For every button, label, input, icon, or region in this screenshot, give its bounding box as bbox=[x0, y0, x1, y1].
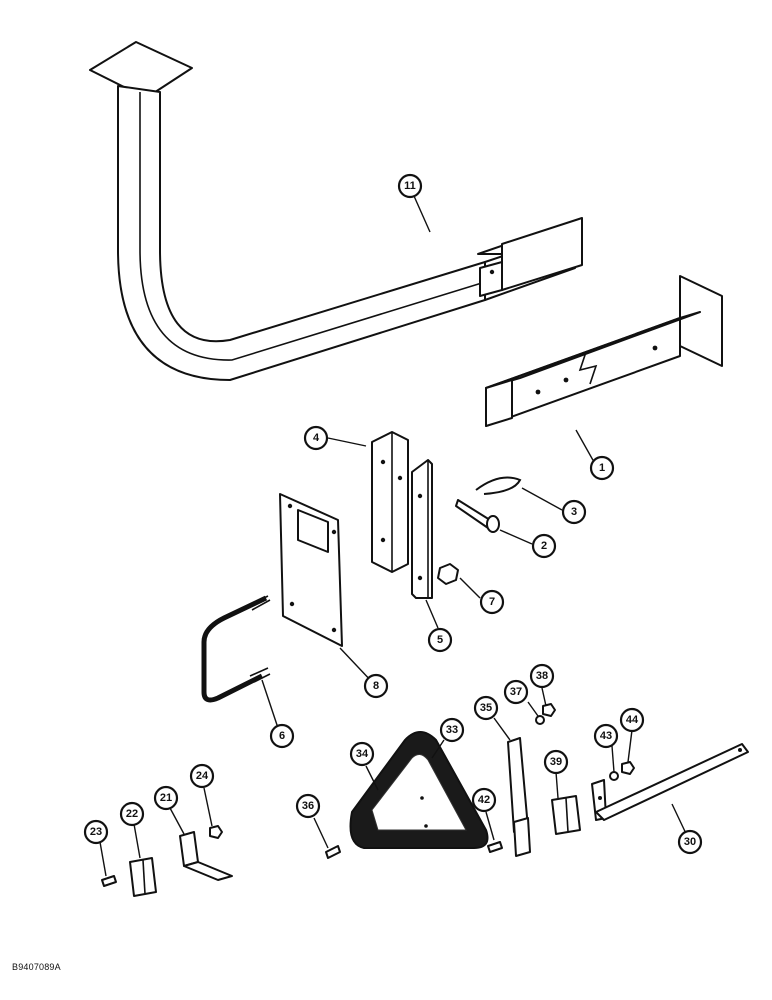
callout-24-label: 24 bbox=[196, 770, 209, 782]
callout-33-label: 33 bbox=[446, 724, 458, 736]
callout-6: 6 bbox=[269, 723, 295, 749]
callout-37: 37 bbox=[503, 679, 529, 705]
callout-4: 4 bbox=[303, 425, 329, 451]
part-23-bolt bbox=[101, 875, 117, 887]
callout-23: 23 bbox=[83, 819, 109, 845]
callout-35: 35 bbox=[473, 695, 499, 721]
callout-30-label: 30 bbox=[684, 836, 696, 848]
figure-reference-code: B9407089A bbox=[12, 962, 61, 972]
callout-8: 8 bbox=[363, 673, 389, 699]
callout-42: 42 bbox=[471, 787, 497, 813]
callout-11: 11 bbox=[397, 173, 423, 199]
callout-43: 43 bbox=[593, 723, 619, 749]
callout-8-label: 8 bbox=[373, 680, 379, 692]
part-21-angle-bracket bbox=[179, 831, 233, 881]
callout-36: 36 bbox=[295, 793, 321, 819]
part-36-bolt bbox=[325, 845, 341, 859]
callout-34: 34 bbox=[349, 741, 375, 767]
part-3-hair-pin bbox=[475, 476, 522, 495]
part-7-nut bbox=[437, 563, 459, 585]
callout-7: 7 bbox=[479, 589, 505, 615]
callout-34-label: 34 bbox=[356, 748, 369, 760]
callout-2-label: 2 bbox=[541, 540, 547, 552]
callout-43-label: 43 bbox=[600, 730, 612, 742]
callout-6-label: 6 bbox=[279, 730, 285, 742]
callout-33: 33 bbox=[439, 717, 465, 743]
part-33-34-smv-emblem bbox=[349, 731, 489, 849]
callout-1: 1 bbox=[589, 455, 615, 481]
part-5-angle-bracket bbox=[411, 459, 433, 599]
part-1-tube-with-flange bbox=[485, 275, 723, 427]
callout-37-label: 37 bbox=[510, 686, 522, 698]
callout-22: 22 bbox=[119, 801, 145, 827]
callout-21: 21 bbox=[153, 785, 179, 811]
part-43-washer bbox=[609, 771, 619, 781]
part-4-angle-bracket bbox=[371, 431, 409, 573]
part-39-mounting-clip bbox=[551, 795, 581, 835]
callout-42-label: 42 bbox=[478, 794, 490, 806]
callout-23-label: 23 bbox=[90, 826, 102, 838]
callout-2: 2 bbox=[531, 533, 557, 559]
callout-7-label: 7 bbox=[489, 596, 495, 608]
callout-30: 30 bbox=[677, 829, 703, 855]
callout-35-label: 35 bbox=[480, 702, 492, 714]
callout-3: 3 bbox=[561, 499, 587, 525]
part-38-nut bbox=[542, 703, 556, 717]
part-8-mounting-plate bbox=[279, 493, 343, 647]
callout-38: 38 bbox=[529, 663, 555, 689]
part-11-curved-arm bbox=[89, 41, 583, 381]
part-6-u-bolt bbox=[201, 595, 271, 703]
leader-lines bbox=[99, 195, 691, 877]
callout-21-label: 21 bbox=[160, 792, 172, 804]
callout-11-label: 11 bbox=[404, 180, 416, 192]
part-24-nut bbox=[209, 825, 223, 839]
callout-39-label: 39 bbox=[550, 756, 562, 768]
part-30-strap-bracket bbox=[591, 743, 749, 821]
callout-5: 5 bbox=[427, 627, 453, 653]
callout-3-label: 3 bbox=[571, 506, 577, 518]
part-42-bolt bbox=[487, 841, 503, 853]
part-44-nut bbox=[621, 761, 635, 775]
part-35-bracket bbox=[507, 737, 531, 857]
callout-44-label: 44 bbox=[626, 714, 639, 726]
callout-44: 44 bbox=[619, 707, 645, 733]
callout-24: 24 bbox=[189, 763, 215, 789]
part-37-washer bbox=[535, 715, 545, 725]
callout-36-label: 36 bbox=[302, 800, 314, 812]
callout-5-label: 5 bbox=[437, 634, 443, 646]
part-22-clip bbox=[129, 857, 157, 897]
callout-38-label: 38 bbox=[536, 670, 548, 682]
callout-22-label: 22 bbox=[126, 808, 138, 820]
callout-1-label: 1 bbox=[599, 462, 605, 474]
callout-39: 39 bbox=[543, 749, 569, 775]
callout-4-label: 4 bbox=[313, 432, 320, 444]
part-2-clevis-pin bbox=[455, 499, 500, 533]
